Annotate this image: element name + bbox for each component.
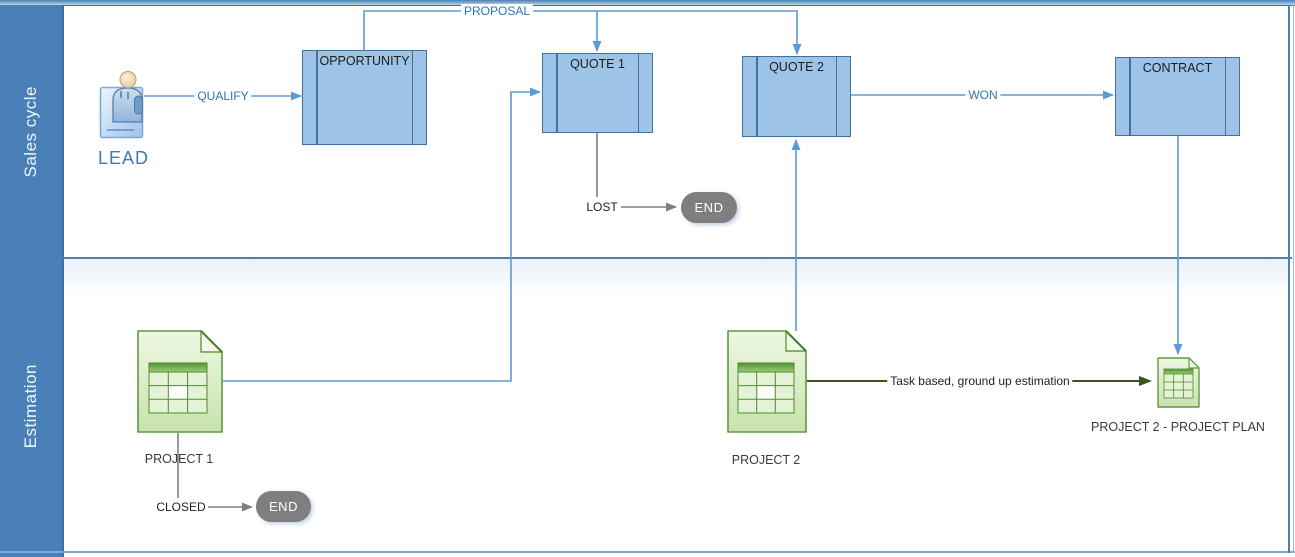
document-project-2[interactable] [727, 330, 807, 433]
document-project-2-label: PROJECT 2 [731, 453, 801, 467]
document-project-plan[interactable] [1157, 357, 1200, 408]
connector-label-estimation: Task based, ground up estimation [887, 374, 1073, 388]
connector-label-lost: LOST [586, 200, 618, 214]
box-opportunity[interactable]: OPPORTUNITY [302, 50, 427, 145]
connector-project1-quote1 [223, 87, 541, 382]
connector-label-qualify: QUALIFY [194, 89, 252, 103]
subprocess-left-bar [756, 57, 758, 136]
end-terminator-closed[interactable]: END [256, 491, 311, 522]
subprocess-right-bar [835, 57, 837, 136]
document-project-1-label: PROJECT 1 [144, 452, 214, 466]
subprocess-left-bar [1129, 58, 1131, 135]
document-icon [727, 330, 807, 433]
diagram-right-border-outer [1293, 5, 1294, 553]
lead-person-icon [99, 70, 144, 139]
subprocess-right-bar [1224, 58, 1226, 135]
subprocess-left-bar [316, 51, 318, 144]
diagram-right-border [1288, 5, 1290, 553]
box-quote-2-label: QUOTE 2 [769, 60, 824, 74]
box-quote-2[interactable]: QUOTE 2 [742, 56, 851, 137]
end-terminator-lost[interactable]: END [681, 192, 737, 223]
document-project-plan-label: PROJECT 2 - PROJECT PLAN [1091, 420, 1265, 434]
phase-strip [0, 0, 1295, 6]
subprocess-left-bar [556, 54, 558, 132]
estimation-lane-background [64, 259, 1290, 297]
document-icon [137, 330, 223, 433]
document-icon [1157, 357, 1200, 408]
diagram-bottom-border [0, 551, 1295, 553]
box-quote-1-label: QUOTE 1 [570, 57, 625, 71]
box-contract[interactable]: CONTRACT [1115, 57, 1240, 136]
box-quote-1[interactable]: QUOTE 1 [542, 53, 653, 133]
lane-separator [0, 257, 1292, 259]
subprocess-right-bar [411, 51, 413, 144]
table-icon [148, 362, 208, 414]
connector-label-won: WON [965, 88, 1001, 102]
connector-label-closed: CLOSED [156, 500, 206, 514]
box-opportunity-label: OPPORTUNITY [319, 54, 410, 68]
document-project-1[interactable] [137, 330, 223, 433]
connector-proposal-quote2 [363, 10, 802, 55]
lead-shape-label: LEAD [98, 148, 150, 168]
connector-label-proposal: PROPOSAL [460, 4, 534, 18]
table-icon [737, 362, 795, 414]
subprocess-right-bar [637, 54, 639, 132]
lead-shape[interactable] [98, 70, 146, 142]
box-contract-label: CONTRACT [1142, 61, 1213, 75]
table-icon [1163, 368, 1194, 399]
lane-title-band [0, 5, 64, 557]
